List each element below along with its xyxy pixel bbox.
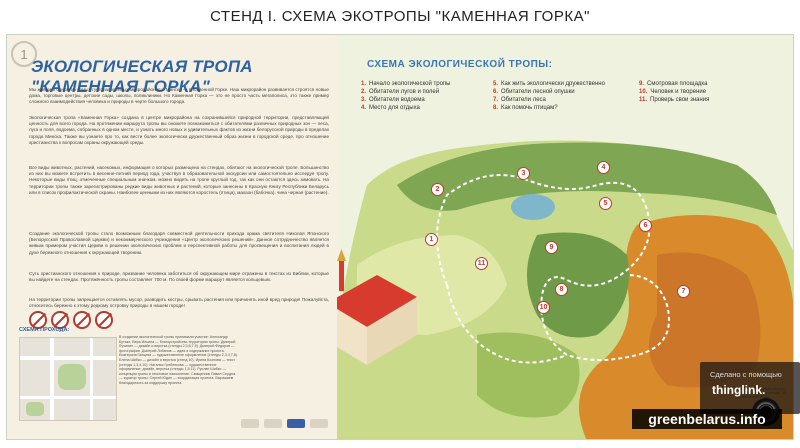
legend-item: 2.Обитатели лугов и полей bbox=[361, 89, 440, 95]
intro-paragraph: Мы живем в одном из самых густонаселенны… bbox=[29, 87, 329, 105]
sponsor-logos bbox=[241, 419, 328, 428]
bible-paragraph: Суть христианского отношения к природе, … bbox=[29, 271, 329, 283]
trail-point-6[interactable]: 6 bbox=[639, 219, 652, 232]
site-watermark: greenbelarus.info bbox=[632, 409, 782, 429]
legend-item: 9.Смотровая площадка bbox=[639, 81, 708, 87]
trail-point-3[interactable]: 3 bbox=[517, 167, 530, 180]
legend-item: 11.Проверь свои знания bbox=[639, 97, 710, 103]
sponsor-logo bbox=[310, 419, 328, 428]
sponsor-logo bbox=[264, 419, 282, 428]
trail-point-10[interactable]: 10 bbox=[537, 301, 550, 314]
map-heading: СХЕМА ЭКОЛОГИЧЕСКОЙ ТРОПЫ: bbox=[367, 59, 553, 70]
legend-item: 10.Человек и творение bbox=[639, 89, 707, 95]
trail-point-1[interactable]: 1 bbox=[425, 233, 438, 246]
legend-item: 7.Обитатели леса bbox=[493, 97, 546, 103]
trail-paragraph: Экологическая тропа «Каменная Горка» соз… bbox=[29, 115, 329, 145]
map-legend: 1.Начало экологической тропы 5.Как жить … bbox=[361, 81, 781, 111]
thinglink-made-label: Сделано с помощью bbox=[710, 370, 782, 379]
route-label: СХЕМА ПРОХОДА: bbox=[19, 327, 70, 333]
trail-point-11[interactable]: 11 bbox=[475, 257, 488, 270]
trail-point-4[interactable]: 4 bbox=[597, 161, 610, 174]
thinglink-logo[interactable]: thinglink. bbox=[712, 383, 766, 397]
no-fire-icon bbox=[51, 311, 69, 329]
trail-point-7[interactable]: 7 bbox=[677, 285, 690, 298]
credits-text: В создании экологической тропы принимали… bbox=[119, 335, 238, 385]
trail-point-2[interactable]: 2 bbox=[431, 183, 444, 196]
no-picking-icon bbox=[73, 311, 91, 329]
legend-item: 1.Начало экологической тропы bbox=[361, 81, 451, 87]
legend-item: 6.Обитатели лесной опушки bbox=[493, 89, 575, 95]
legend-item: 4.Место для отдыха bbox=[361, 105, 420, 111]
stand-number: 1 bbox=[11, 41, 37, 67]
page-title: СТЕНД I. СХЕМА ЭКОТРОПЫ "КАМЕННАЯ ГОРКА" bbox=[210, 8, 590, 25]
rules-icons bbox=[29, 311, 113, 329]
no-dogs-icon bbox=[95, 311, 113, 329]
legend-item: 5.Как жить экологически дружественно bbox=[493, 81, 605, 87]
sponsor-logo bbox=[241, 419, 259, 428]
trail-point-5[interactable]: 5 bbox=[599, 197, 612, 210]
legend-item: 3.Обитатели водоема bbox=[361, 97, 425, 103]
route-mini-map bbox=[19, 337, 117, 421]
trail-heading: ЭКОЛОГИЧЕСКАЯ ТРОПА "КАМЕННАЯ ГОРКА" bbox=[31, 57, 253, 96]
legend-item: 8.Как помочь птицам? bbox=[493, 105, 558, 111]
trail-point-8[interactable]: 8 bbox=[555, 283, 568, 296]
trail-point-9[interactable]: 9 bbox=[545, 241, 558, 254]
rules-paragraph: На территории тропы запрещается оставлят… bbox=[29, 297, 329, 309]
no-litter-icon bbox=[29, 311, 47, 329]
thinglink-badge[interactable] bbox=[700, 362, 800, 414]
left-text-panel: 1 ЭКОЛОГИЧЕСКАЯ ТРОПА "КАМЕННАЯ ГОРКА" М… bbox=[7, 35, 337, 439]
eu-flag-logo bbox=[287, 419, 305, 428]
exhibit-board: 1 ЭКОЛОГИЧЕСКАЯ ТРОПА "КАМЕННАЯ ГОРКА" М… bbox=[6, 34, 794, 440]
species-paragraph: Все виды животных, растений, насекомых, … bbox=[29, 165, 329, 195]
creation-paragraph: Создание экологической тропы стало возмо… bbox=[29, 231, 329, 255]
